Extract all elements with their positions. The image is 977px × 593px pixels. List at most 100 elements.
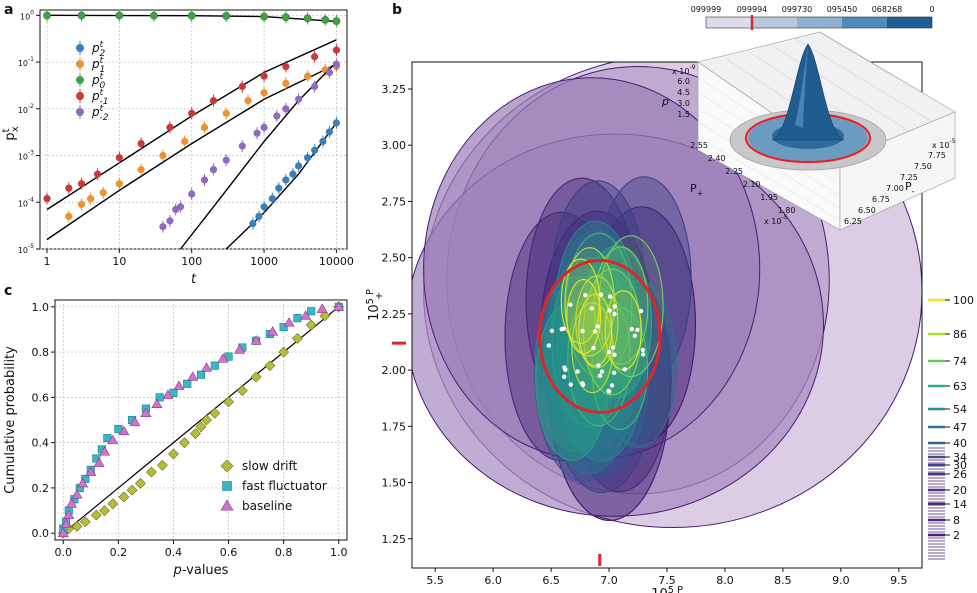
panel-b-xtick-label: 9.5 [890,574,908,587]
panel-b-estimate-point [546,343,552,348]
panel-c-marker-triangle [187,371,199,381]
panel-c-marker-diamond [278,346,290,358]
panel-c-marker-diamond [168,448,179,460]
panel-c-marker-diamond [118,491,130,503]
inset-colorbar-frame [705,16,933,29]
panel-a-data-point [255,212,263,220]
inset-colorbar-label: 0 [929,5,934,14]
panel-b-estimate-point [609,383,615,388]
panel-c-marker-triangle [220,499,234,511]
inset-x-tick-label: 6.25 [844,217,862,226]
panel-a-fit-line [179,61,337,250]
panel-c-marker-square [183,379,192,388]
panel-a-data-point [137,165,145,174]
panel-b-colorbar-label: 26 [953,468,967,481]
inset-colorbar-label: 099994 [737,5,768,14]
panel-a-data-point [260,89,268,97]
panel-a-data-point [149,11,158,20]
inset-x-tick-label: 7.75 [928,151,946,160]
panel-c-marker-diamond [157,459,168,471]
panel-b-colorbar-label: 30 [953,459,967,472]
panel-c-xtick-label: 0.4 [165,546,183,559]
panel-c-marker-triangle [99,446,111,456]
inset-colorbar-segment [797,17,842,28]
inset-y-tick-label: 1.95 [760,193,778,202]
inset-peak-highlight [795,46,808,128]
panel-c-marker-triangle [77,477,89,488]
panel-b-estimate-point [598,292,604,297]
panel-c-marker-diamond [179,437,190,449]
inset-x-exponent: x 10-5 [932,138,956,150]
panel-a-ytick-label: 100 [20,9,34,21]
inset-y-tick-label: 2.40 [708,154,726,163]
panel-c-xlabel: p-values [173,563,229,578]
panel-b-confidence-ellipse [535,300,610,462]
panel-c-marker-diamond [291,333,303,344]
panel-c-marker-triangle [217,353,229,363]
panel-b-estimate-point [549,328,555,334]
inset-z-label: p [661,95,669,108]
panel-a-data-point [260,12,268,21]
panel-a-legend-label: pt-1 [91,88,109,107]
panel-b-xtick-label: 8.5 [774,574,792,587]
panel-c-marker-diamond [99,505,111,516]
panel-a-data-point [238,82,246,91]
panel-a-data-point [65,184,73,192]
panel-c-marker-triangle [267,326,279,336]
panel-c-marker-square [307,307,316,316]
panel-b-estimate-point [640,347,646,353]
panel-b-ytick-label: 1.25 [382,533,407,546]
panel-a-data-point [159,223,167,231]
inset-y-exponent: x 10-5 [764,214,788,226]
panel-a-fit-line [46,63,337,241]
panel-c-ylabel: Cumulative probability [3,346,18,494]
panel-b-estimate-point [606,389,612,394]
panel-a-data-point [332,46,341,54]
panel-b-xtick-label: 7.5 [658,574,676,587]
panel-c-marker-triangle [107,434,119,445]
panel-c-xtick-label: 0.8 [275,546,293,559]
panel-c-legend-label: baseline [242,499,292,513]
panel-c-marker-square [222,481,232,491]
panel-a-ytick-label: 10-4 [18,196,34,208]
panel-c-marker-diamond [71,520,83,532]
panel-b-estimate-point [610,345,616,350]
panel-a-data-point [282,105,290,113]
panel-b-colorbar-label: 74 [953,355,967,368]
panel-a-data-point [325,128,334,136]
panel-a-ytick-label: 10-3 [18,150,34,162]
panel-a-data-point [282,79,290,87]
panel-b-ytick-label: 2.25 [382,308,407,321]
panel-b-xtick-label: 8.0 [716,574,734,587]
panel-a-data-point [260,123,268,131]
panel-b-ytick-label: 3.00 [382,139,407,152]
panel-a-data-point [294,95,303,103]
inset-colorbar-label: 095450 [827,5,858,14]
panel-a-data-point [260,72,268,80]
panel-c-marker-triangle [151,398,163,408]
inset-grid-line [793,37,933,122]
inset-colorbar-segment [842,17,887,28]
panel-a-data-point [43,11,51,20]
inset-right-pane [839,111,956,231]
panel-b-xtick-label: 9.0 [832,574,850,587]
panel-b-estimate-point [595,324,600,329]
panel-b-estimate-point [629,326,634,332]
panel-b-colorbar-label: 20 [953,484,967,497]
panel-b-estimate-point [611,370,617,376]
panel-c-marker-diamond [319,310,331,322]
panel-a-legend-label: pt-2 [91,104,109,123]
inset-colorbar-segment [887,17,932,28]
panel-b-ytick-label: 1.75 [382,420,407,433]
inset-y-label: P+ [690,182,704,198]
panel-a-data-point [304,154,312,162]
panel-b-estimate-point [607,308,612,313]
inset-grid-line [697,136,841,221]
inset-z-tick-label: 6.0 [677,77,690,86]
inset-z-tick-label: 1.5 [677,110,690,119]
panel-c-legend-label: fast fluctuator [242,479,327,493]
panel-a-data-point [115,11,124,20]
